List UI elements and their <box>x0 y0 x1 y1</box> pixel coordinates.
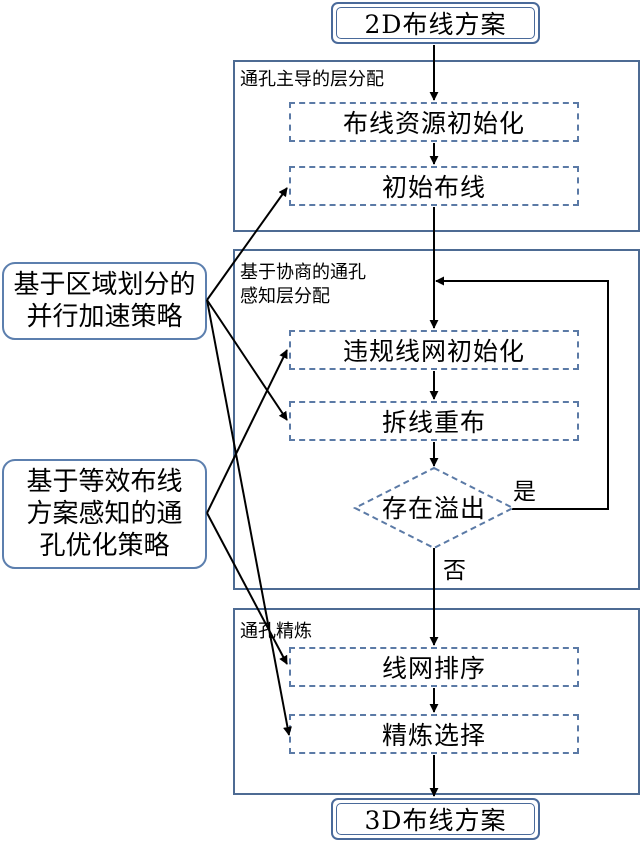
start-label: 2D布线方案 <box>364 10 507 39</box>
arrow-yes-loop <box>435 276 609 510</box>
step-initial-routing: 初始布线 <box>289 166 579 206</box>
section-3-title: 通孔精炼 <box>240 621 312 642</box>
step-refinement-selection: 精炼选择 <box>289 714 579 754</box>
link-strategy-1-to-initial-routing <box>206 187 288 301</box>
section-1-title: 通孔主导的层分配 <box>240 69 384 90</box>
link-strategy-1-to-refinement <box>206 299 292 736</box>
strategy-via-optimization: 基于等效布线 方案感知的通 孔优化策略 <box>2 459 207 569</box>
section-2-title-line-1: 基于协商的通孔 <box>240 262 366 283</box>
step-net-ordering: 线网排序 <box>289 647 579 687</box>
strategy-1-line-1: 基于区域划分的 <box>13 270 196 300</box>
step-rip-up-reroute: 拆线重布 <box>289 401 579 441</box>
strategy-2-line-2: 方案感知的通 <box>26 499 183 529</box>
step-violation-net-init: 违规线网初始化 <box>289 330 579 370</box>
section-2-title-line-2: 感知层分配 <box>240 286 330 307</box>
decision-label: 存在溢出 <box>382 494 486 523</box>
strategy-2-line-3: 孔优化策略 <box>39 531 170 561</box>
decision-no-label: 否 <box>443 558 466 584</box>
link-strategy-2-to-net-ordering <box>206 512 288 665</box>
decision-diamond <box>352 466 516 550</box>
link-strategy-1-to-rip-up <box>206 299 288 421</box>
step-resource-init: 布线资源初始化 <box>289 102 579 142</box>
end-label: 3D布线方案 <box>364 806 507 835</box>
strategy-2-line-1: 基于等效布线 <box>26 467 183 497</box>
link-strategy-2-to-violation-init <box>206 349 288 514</box>
end-node: 3D布线方案 <box>331 798 540 840</box>
strategy-parallel-acceleration: 基于区域划分的 并行加速策略 <box>2 262 207 340</box>
decision-yes-label: 是 <box>513 479 536 505</box>
strategy-1-line-2: 并行加速策略 <box>26 302 183 332</box>
start-node: 2D布线方案 <box>331 2 540 44</box>
